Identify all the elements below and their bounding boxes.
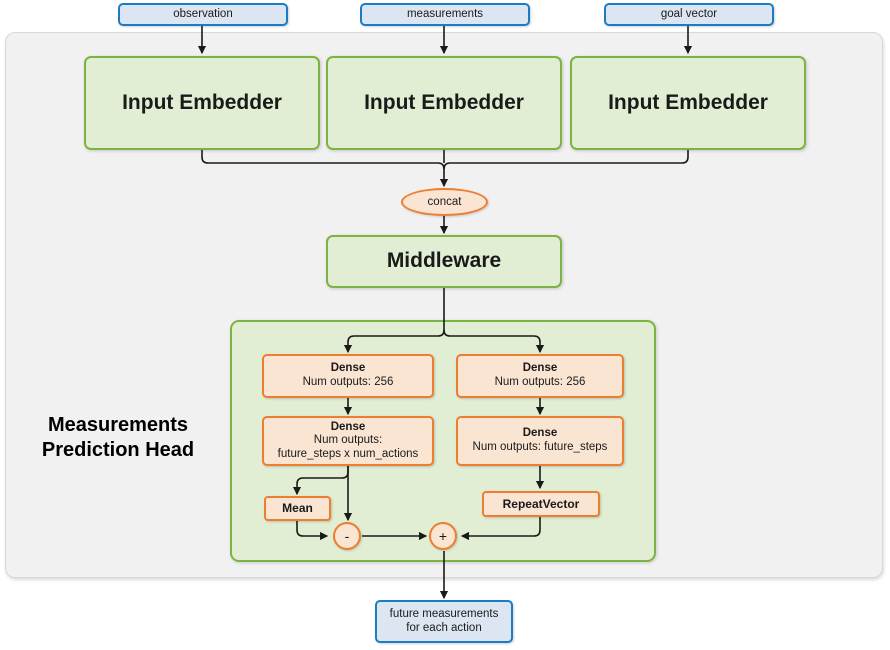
input-embedder-goal-vector-label: Input Embedder <box>608 90 768 114</box>
input-goal-vector-label: goal vector <box>660 7 718 20</box>
subtract-op-node[interactable]: - <box>333 522 361 550</box>
input-observation-label: observation <box>173 7 233 20</box>
input-embedder-observation[interactable]: Input Embedder <box>84 56 320 150</box>
add-op-label: + <box>438 528 448 544</box>
dense-left-1-title: Dense <box>330 362 366 375</box>
concat-label: concat <box>427 196 462 208</box>
dense-right-1[interactable]: Dense Num outputs: 256 <box>456 354 624 398</box>
dense-right-2-title: Dense <box>522 427 558 440</box>
middleware-block[interactable]: Middleware <box>326 235 562 288</box>
head-label-line2: Prediction Head <box>41 439 195 461</box>
dense-right-2[interactable]: Dense Num outputs: future_steps <box>456 416 624 466</box>
concat-node[interactable]: concat <box>401 188 488 216</box>
dense-right-1-line2: Num outputs: 256 <box>494 376 586 388</box>
output-line2: for each action <box>406 621 482 634</box>
dense-right-1-title: Dense <box>522 362 558 375</box>
input-goal-vector[interactable]: goal vector <box>604 3 774 26</box>
measurements-prediction-head-label: Measurements Prediction Head <box>14 413 222 463</box>
input-observation[interactable]: observation <box>118 3 288 26</box>
dense-left-1-line2: Num outputs: 256 <box>302 376 394 388</box>
mean-node[interactable]: Mean <box>264 496 331 521</box>
input-measurements[interactable]: measurements <box>360 3 530 26</box>
dense-left-2[interactable]: Dense Num outputs: future_steps x num_ac… <box>262 416 434 466</box>
input-embedder-observation-label: Input Embedder <box>122 90 282 114</box>
mean-label: Mean <box>282 501 313 516</box>
middleware-label: Middleware <box>386 249 502 273</box>
input-embedder-measurements[interactable]: Input Embedder <box>326 56 562 150</box>
dense-right-2-line2: Num outputs: future_steps <box>472 441 608 453</box>
add-op-node[interactable]: + <box>429 522 457 550</box>
dense-left-1[interactable]: Dense Num outputs: 256 <box>262 354 434 398</box>
subtract-op-label: - <box>344 528 350 544</box>
head-label-line1: Measurements <box>47 414 189 436</box>
repeat-vector-label: RepeatVector <box>502 496 580 511</box>
dense-left-2-line3: future_steps x num_actions <box>277 447 419 460</box>
input-measurements-label: measurements <box>406 7 484 20</box>
input-embedder-goal-vector[interactable]: Input Embedder <box>570 56 806 150</box>
input-embedder-measurements-label: Input Embedder <box>364 90 524 114</box>
output-future-measurements[interactable]: future measurements for each action <box>375 600 513 643</box>
output-line1: future measurements <box>389 607 499 620</box>
dense-left-2-line2: Num outputs: <box>313 434 383 447</box>
repeat-vector-node[interactable]: RepeatVector <box>482 491 600 517</box>
dense-left-2-title: Dense <box>330 420 366 433</box>
